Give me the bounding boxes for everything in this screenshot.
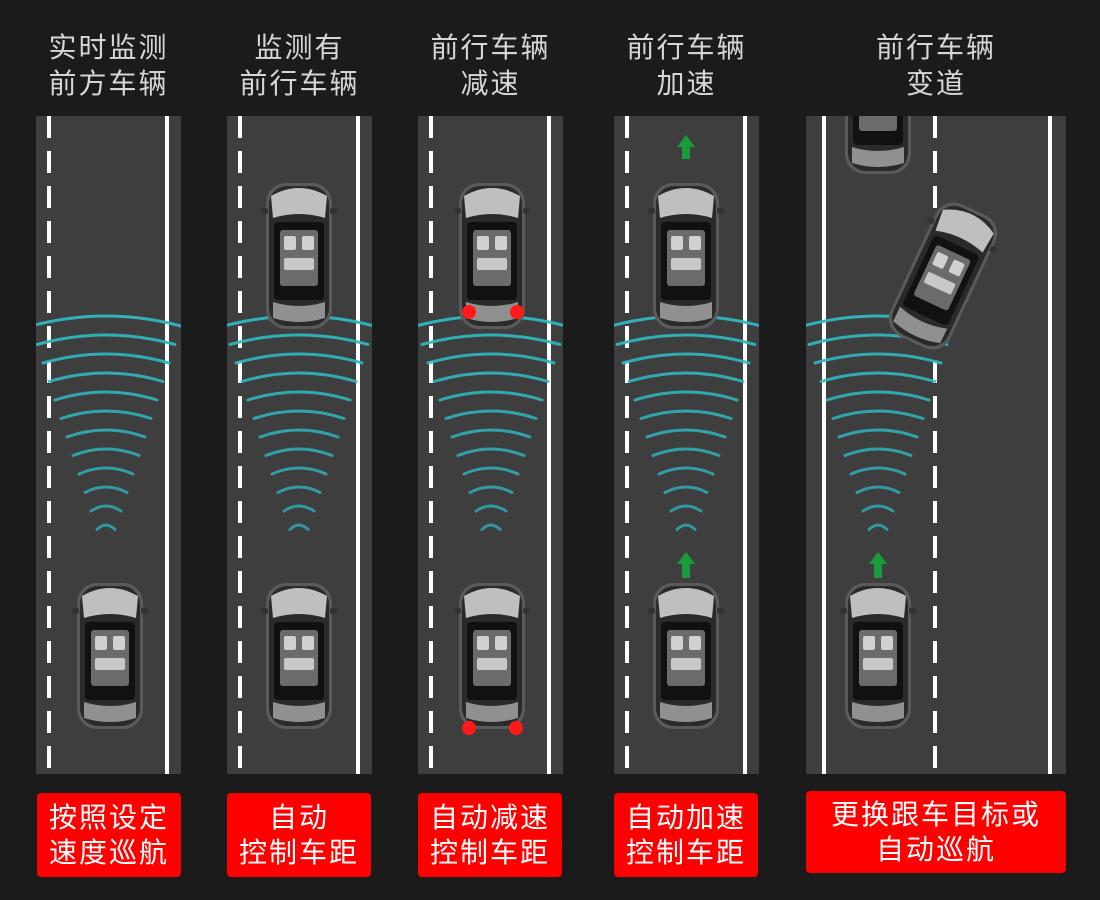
ego-car-icon [840, 583, 916, 729]
radar-wave-icon [36, 314, 181, 531]
ego-car-icon [454, 583, 530, 729]
ego-car-icon [261, 583, 337, 729]
brake-light-icon [510, 305, 524, 319]
brake-light-icon [462, 721, 476, 735]
panel-title: 前行车辆 变道 [875, 31, 996, 100]
arrow-up-icon [869, 552, 887, 578]
feature-badge: 更换跟车目标或 自动巡航 [806, 791, 1066, 873]
panel-title: 前行车辆 加速 [626, 31, 747, 100]
panel-title: 实时监测 前方车辆 [48, 31, 169, 100]
road [227, 116, 372, 774]
feature-badge: 自动加速 控制车距 [614, 793, 758, 877]
road [36, 116, 181, 774]
arrow-up-icon [677, 552, 695, 578]
radar-wave-icon [418, 314, 563, 531]
feature-badge: 自动 控制车距 [227, 793, 371, 877]
road-scene [418, 116, 563, 774]
brake-light-icon [509, 721, 523, 735]
radar-wave-icon [806, 314, 955, 531]
road [806, 116, 1066, 774]
radar-wave-icon [614, 314, 759, 531]
lead-car-icon [648, 183, 724, 329]
panel-title: 前行车辆 减速 [430, 31, 551, 100]
road [614, 116, 759, 774]
feature-badge: 自动减速 控制车距 [418, 793, 562, 877]
ego-car-icon [72, 583, 148, 729]
brake-light-icon [462, 305, 476, 319]
road [418, 116, 563, 774]
lead-car-icon [261, 183, 337, 329]
radar-wave-icon [227, 314, 372, 531]
road-scene [36, 116, 181, 774]
distant-car-icon [845, 116, 911, 174]
panel-title: 监测有 前行车辆 [239, 31, 360, 100]
lead-car-icon [888, 202, 998, 350]
road-scene [806, 116, 1052, 774]
lead-car-icon [454, 183, 530, 329]
road-scene [614, 116, 759, 774]
ego-car-icon [648, 583, 724, 729]
road-scene [227, 116, 372, 774]
arrow-up-icon [677, 135, 695, 159]
feature-badge: 按照设定 速度巡航 [37, 793, 181, 877]
